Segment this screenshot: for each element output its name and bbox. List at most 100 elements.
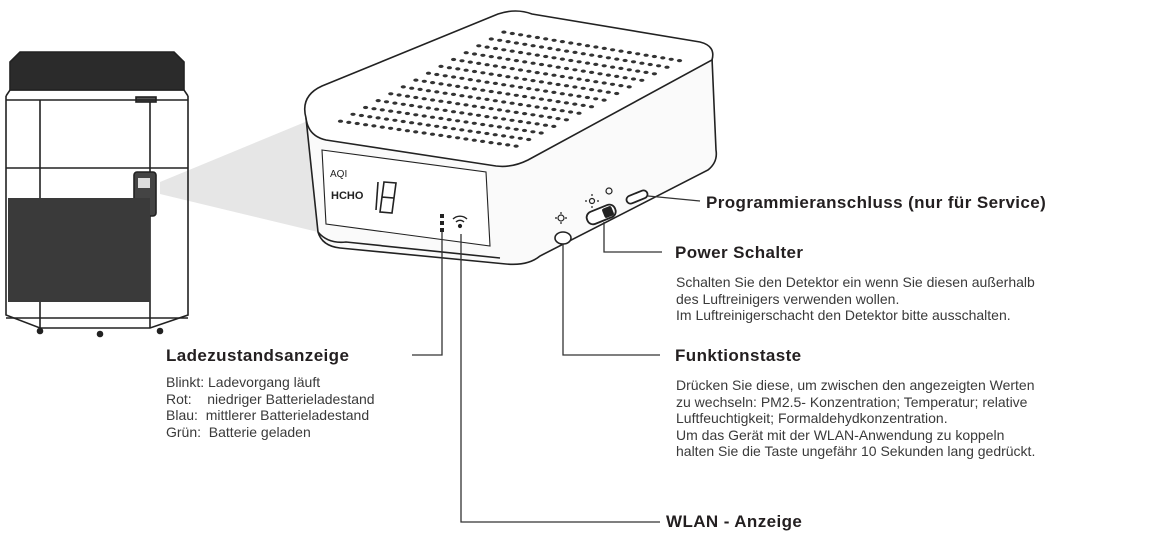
- vent-hole: [488, 89, 494, 94]
- vent-hole: [421, 97, 427, 101]
- vent-hole: [396, 127, 402, 132]
- vent-hole: [505, 92, 511, 96]
- vent-hole: [589, 70, 595, 74]
- vent-hole: [576, 111, 582, 115]
- charge-indicator-title: Ladezustandsanzeige: [166, 346, 350, 365]
- vent-hole: [451, 75, 457, 79]
- vent-hole: [409, 86, 415, 90]
- vent-hole: [542, 106, 549, 110]
- vent-hole: [555, 48, 561, 52]
- vent-hole: [425, 123, 431, 127]
- vent-hole: [526, 34, 532, 38]
- vent-hole: [564, 49, 570, 53]
- leader-power-switch: [603, 222, 662, 253]
- vent-hole: [609, 82, 616, 86]
- vent-hole: [589, 88, 595, 92]
- vent-hole: [509, 31, 515, 36]
- vent-hole: [618, 49, 624, 53]
- vent-hole: [484, 97, 490, 101]
- vent-hole: [547, 115, 553, 119]
- vent-hole: [492, 99, 498, 103]
- vent-hole: [530, 44, 536, 48]
- vent-hole: [492, 133, 498, 137]
- vent-hole: [551, 107, 557, 112]
- vent-hole: [517, 136, 523, 140]
- vent-hole: [530, 96, 536, 100]
- vent-hole: [484, 80, 490, 84]
- vent-hole: [413, 113, 419, 117]
- vent-hole: [605, 56, 612, 60]
- vent-hole: [614, 74, 620, 78]
- vent-hole: [505, 57, 511, 61]
- vent-hole: [409, 103, 415, 108]
- vent-hole: [337, 119, 344, 123]
- vent-hole: [363, 105, 369, 110]
- vent-hole: [501, 83, 507, 87]
- vent-hole: [676, 59, 683, 63]
- vent-hole: [543, 54, 549, 59]
- vent-hole: [383, 100, 390, 104]
- vent-hole: [522, 60, 528, 64]
- vent-hole: [534, 105, 540, 109]
- vent-hole: [660, 56, 666, 60]
- vent-hole: [568, 58, 574, 63]
- vent-hole: [509, 101, 515, 105]
- vent-hole: [538, 80, 545, 84]
- programming-port-title: Programmieranschluss (nur für Service): [706, 193, 1047, 212]
- bulb-icon: [605, 187, 613, 195]
- vent-hole: [501, 117, 507, 121]
- vent-hole: [526, 137, 532, 142]
- vent-hole: [496, 91, 503, 95]
- vent-hole: [475, 113, 482, 117]
- vent-hole: [476, 96, 482, 100]
- vent-hole: [413, 78, 419, 82]
- vent-hole: [643, 53, 649, 57]
- aqi-label: AQI: [330, 169, 347, 180]
- vent-hole: [522, 77, 528, 81]
- vent-hole: [576, 42, 582, 46]
- vent-hole: [526, 104, 532, 108]
- vent-hole: [526, 52, 532, 56]
- wlan-indicator-title: WLAN - Anzeige: [666, 512, 803, 531]
- vent-hole: [497, 38, 503, 42]
- vent-hole: [517, 102, 524, 107]
- vent-hole: [400, 119, 406, 124]
- charge-indicator-description: Blinkt: Ladevorgang läuft Rot: niedriger…: [166, 374, 375, 440]
- vent-hole: [639, 78, 645, 82]
- vent-hole: [484, 45, 490, 49]
- vent-hole: [593, 62, 599, 66]
- vent-hole: [530, 113, 536, 117]
- vent-hole: [501, 48, 507, 52]
- vent-hole: [404, 129, 410, 133]
- vent-hole: [492, 46, 499, 51]
- display-digits: [375, 181, 397, 214]
- vent-hole: [404, 94, 411, 98]
- vent-hole: [455, 119, 461, 123]
- vent-hole: [580, 86, 586, 90]
- vent-hole: [346, 120, 352, 124]
- vent-hole: [501, 65, 507, 69]
- vent-hole: [350, 112, 356, 116]
- vent-hole: [425, 89, 431, 93]
- vent-hole: [417, 87, 423, 91]
- function-button[interactable]: [554, 231, 572, 245]
- vent-hole: [475, 130, 482, 134]
- vent-hole: [551, 90, 557, 94]
- vent-hole: [589, 53, 595, 57]
- vent-hole: [463, 103, 469, 107]
- vent-hole: [614, 57, 620, 61]
- vent-hole: [522, 42, 528, 46]
- vent-hole: [559, 74, 565, 79]
- vent-hole: [651, 72, 658, 76]
- vent-hole: [450, 92, 457, 96]
- vent-hole: [630, 77, 637, 81]
- vent-hole: [492, 81, 498, 85]
- vent-hole: [538, 62, 545, 67]
- vent-hole: [425, 106, 431, 110]
- vent-hole: [459, 59, 465, 63]
- vent-hole: [476, 44, 482, 48]
- vent-hole: [471, 69, 478, 74]
- vent-hole: [555, 100, 561, 104]
- vent-hole: [534, 35, 541, 40]
- vent-hole: [496, 108, 503, 112]
